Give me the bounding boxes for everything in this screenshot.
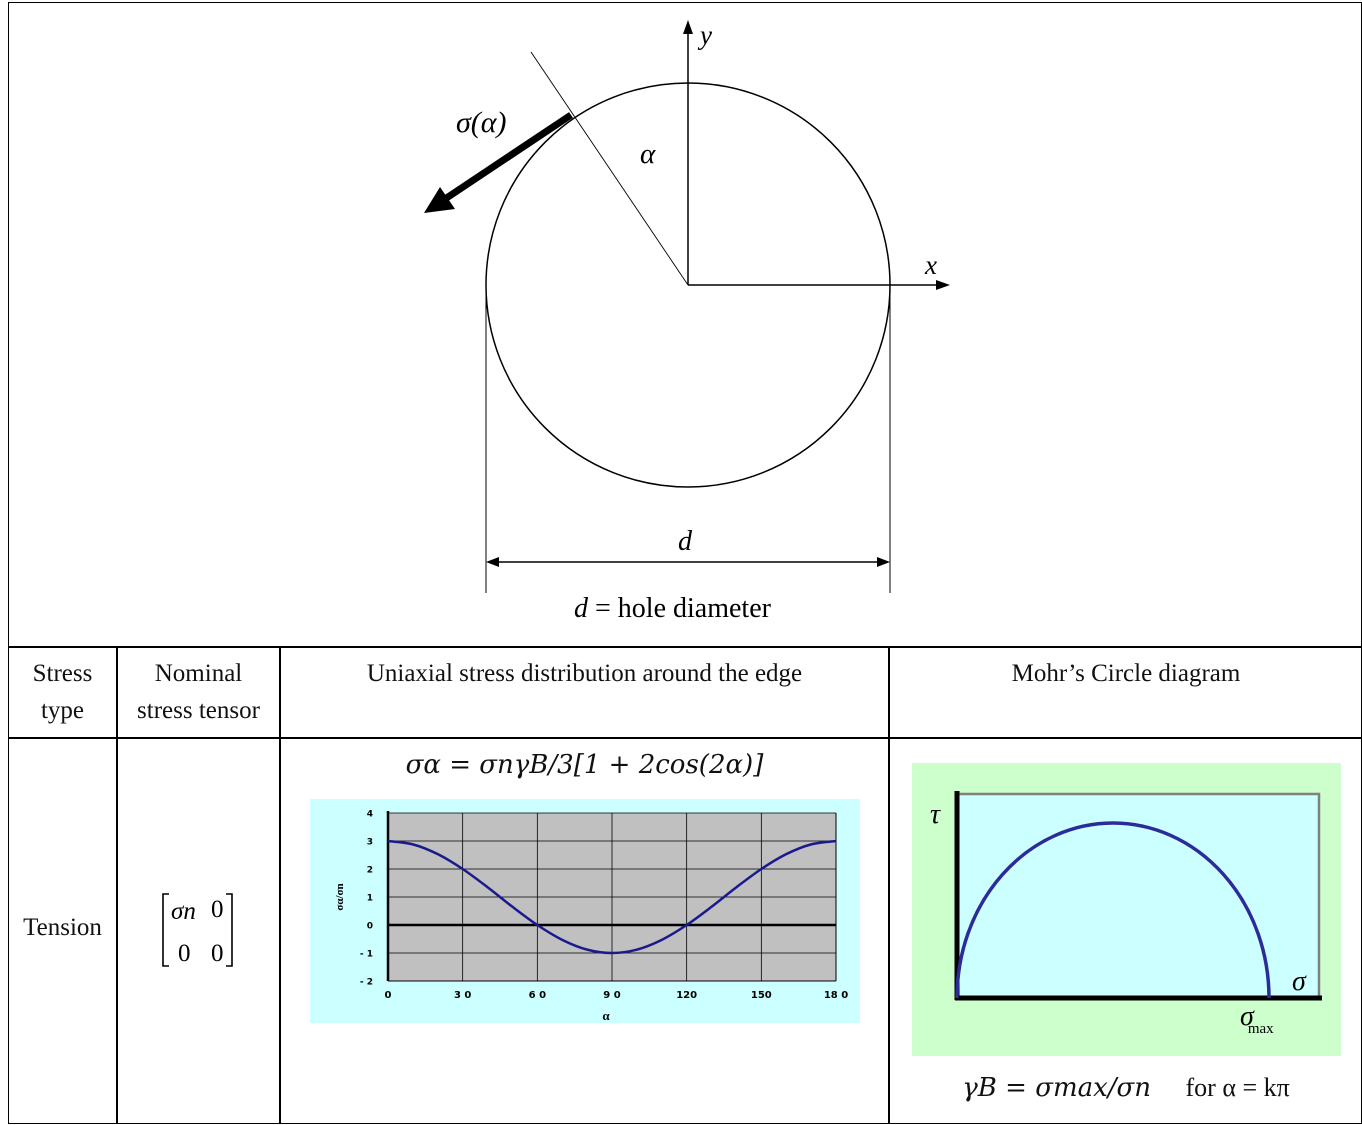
x-tick-label: 3 0 xyxy=(454,990,471,1001)
mohr-sigma-label: σ xyxy=(1292,966,1307,997)
matrix-a12: 0 xyxy=(211,896,224,923)
col-divider-1 xyxy=(116,646,118,1124)
x-tick-label: 9 0 xyxy=(603,990,620,1001)
angle-label: α xyxy=(640,138,656,170)
header-nominal-line2: stress tensor xyxy=(137,697,260,724)
mohr-sigma-max: σ xyxy=(1240,1001,1255,1032)
y-tick-label: 4 xyxy=(367,810,373,820)
row-stress-type: Tension xyxy=(23,914,102,941)
series-line xyxy=(387,839,837,955)
mohr-condition: for α = kπ xyxy=(1185,1073,1290,1102)
y-axis-arrow-icon xyxy=(683,20,693,34)
col-divider-2 xyxy=(279,646,281,1124)
y-tick-label: 1 xyxy=(367,894,373,904)
chart-ylabel: σα/σn xyxy=(334,883,346,910)
header-mohr: Mohr’s Circle diagram xyxy=(1011,660,1241,687)
caption-text: = hole diameter xyxy=(588,593,772,624)
header-stress-type: Stress type xyxy=(9,655,116,729)
angle-line xyxy=(530,51,689,286)
col-divider-3 xyxy=(888,646,890,1124)
y-tick-label: - 1 xyxy=(360,950,373,960)
mohr-semicircle xyxy=(955,821,1271,999)
header-bottom-rule xyxy=(8,737,1362,739)
mohr-sigma-max-sub: max xyxy=(1248,1021,1274,1037)
matrix-a22: 0 xyxy=(211,940,224,967)
stress-label: σ(α) xyxy=(456,106,507,139)
header-nominal-tensor: Nominal stress tensor xyxy=(118,655,279,729)
dimension-arrow-left-icon xyxy=(486,557,499,567)
matrix-bracket-left xyxy=(162,893,169,967)
y-tick-label: 0 xyxy=(367,922,373,932)
x-tick-label: 150 xyxy=(751,990,772,1001)
header-nominal-line1: Nominal xyxy=(154,660,243,687)
y-tick-label: - 2 xyxy=(360,978,373,988)
header-stress-type-line1: Stress xyxy=(32,660,93,687)
mohr-inner-background xyxy=(955,792,1321,1001)
header-stress-type-line2: type xyxy=(40,697,85,724)
matrix-a21: 0 xyxy=(178,940,191,967)
x-tick-label: 120 xyxy=(676,990,697,1001)
mohr-sigma-max-label: σmax xyxy=(1240,1001,1274,1037)
matrix-a11: σn xyxy=(171,898,196,925)
chart-xlabel: α xyxy=(602,1008,610,1023)
caption: d = hole diameter xyxy=(574,593,772,624)
axis-y-label: y xyxy=(697,20,712,50)
x-axis-arrow-icon xyxy=(936,280,950,290)
tensor-matrix: σn 0 0 0 xyxy=(162,893,233,967)
stress-formula: σα = σnγB/3[1 + 2cos(2α)] xyxy=(405,750,764,780)
axis-x-label: x xyxy=(924,250,937,280)
stress-arrow-shaft xyxy=(443,112,573,202)
caption-var: d xyxy=(574,593,589,624)
x-tick-label: 18 0 xyxy=(824,990,848,1001)
header-uniaxial: Uniaxial stress distribution around the … xyxy=(366,660,803,687)
mohr-tau-label: τ xyxy=(930,799,941,830)
matrix-bracket-right xyxy=(226,893,233,967)
table-top-rule xyxy=(8,646,1362,648)
mohr-formula: γB = σmax/σn xyxy=(962,1073,1152,1103)
hole-diagram: y x σ(α) α d d = hole diameter xyxy=(424,20,950,624)
y-tick-label: 2 xyxy=(367,866,373,876)
y-tick-label: 3 xyxy=(367,838,373,848)
diameter-label: d xyxy=(678,526,693,557)
mohr-circle-diagram: τ σ σmax xyxy=(912,763,1341,1056)
x-tick-label: 6 0 xyxy=(529,990,546,1001)
stress-distribution-chart: 0 3 0 6 0 9 0 120 150 18 0 - 2 - 1 0 1 2 3 4 α σα/σn xyxy=(310,799,860,1023)
x-tick-label: 0 xyxy=(385,990,392,1001)
mohr-formula-line: γB = σmax/σn for α = kπ xyxy=(890,1073,1362,1103)
dimension-arrow-right-icon xyxy=(877,557,890,567)
stress-arrow-head-icon xyxy=(424,187,455,213)
